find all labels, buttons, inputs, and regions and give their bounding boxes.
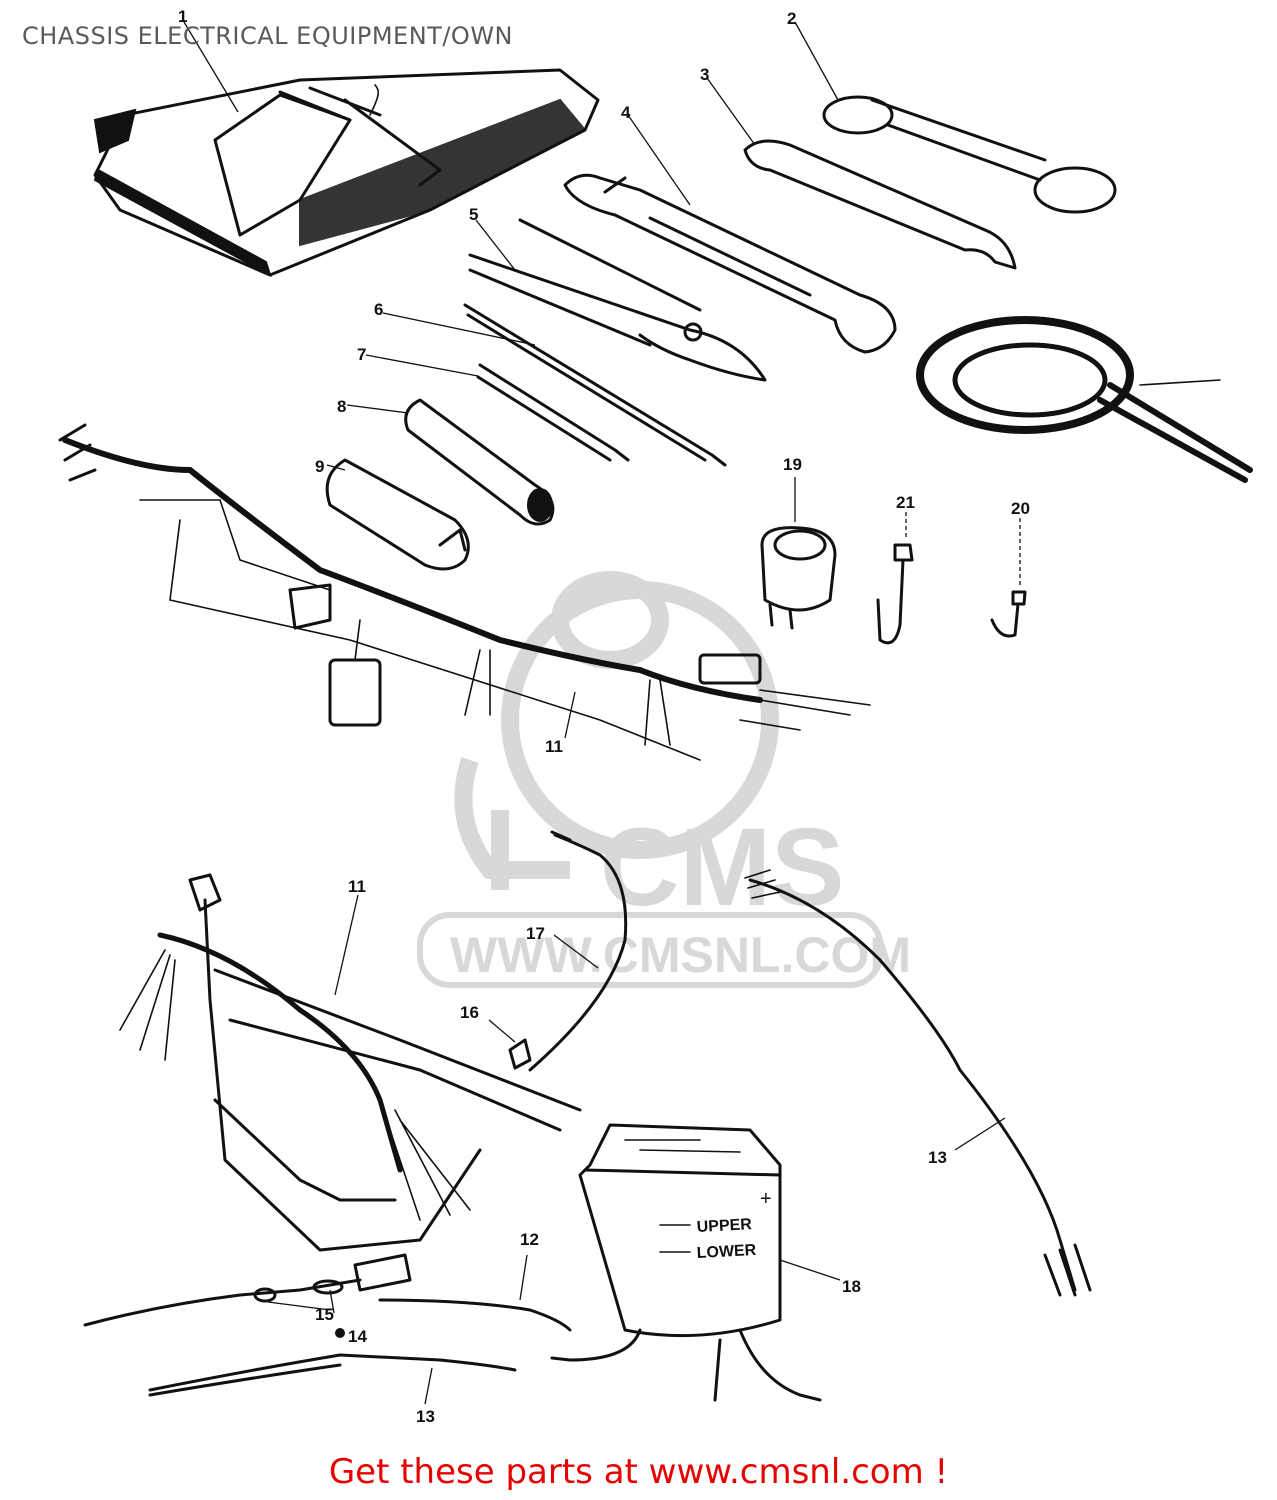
callout-15: 15	[315, 1305, 334, 1324]
relay	[760, 526, 837, 630]
wire-right	[744, 869, 1092, 1297]
plug-wrench	[325, 458, 470, 571]
chain-sprocket	[916, 316, 1253, 483]
page-title: CHASSIS ELECTRICAL EQUIPMENT/OWN	[22, 22, 513, 50]
callout-2: 2	[787, 9, 796, 28]
callout-13-bottom: 13	[416, 1407, 435, 1426]
tool-bag	[93, 68, 600, 278]
pliers	[468, 218, 767, 382]
callout-19: 19	[783, 455, 802, 474]
cta-link[interactable]: Get these parts at www.cmsnl.com !	[328, 1452, 949, 1492]
wire-bottom	[148, 1353, 517, 1397]
cms-watermark: CMS WWW.CMSNL.COM	[417, 571, 911, 988]
callout-4: 4	[621, 103, 631, 122]
wire-harness	[58, 423, 871, 761]
watermark-url: WWW.CMSNL.COM	[450, 927, 911, 983]
screwdriver-shaft	[476, 363, 630, 462]
callout-11-bottom: 11	[348, 877, 366, 896]
callout-20: 20	[1011, 499, 1030, 518]
callout-12: 12	[520, 1230, 539, 1249]
battery-cable	[528, 830, 628, 1072]
callout-6: 6	[374, 300, 383, 319]
screwdriver-handle	[404, 398, 555, 526]
fuse-cable	[353, 1253, 572, 1332]
open-end-wrench-small	[743, 139, 1017, 270]
frame-harness	[119, 873, 582, 1252]
watermark-brand: CMS	[600, 806, 844, 929]
callout-5: 5	[469, 205, 478, 224]
double-box-wrench	[822, 95, 1117, 214]
callout-8: 8	[337, 397, 346, 416]
callout-11-top: 11	[545, 737, 563, 756]
fuse	[508, 1038, 532, 1070]
callout-1: 1	[178, 7, 187, 26]
fuse-holder	[83, 1278, 362, 1338]
battery-plus: +	[760, 1188, 772, 1210]
callout-21: 21	[896, 493, 915, 512]
callout-16: 16	[460, 1003, 479, 1022]
open-end-wrench-large	[563, 173, 897, 354]
callout-7: 7	[357, 345, 366, 364]
callout-17: 17	[526, 924, 545, 943]
battery-lower: LOWER	[696, 1242, 757, 1262]
clamp-small	[990, 590, 1027, 638]
battery-upper: UPPER	[696, 1216, 752, 1236]
callout-18: 18	[842, 1277, 861, 1296]
callout-14: 14	[348, 1327, 367, 1346]
callout-3: 3	[700, 65, 709, 84]
callout-9: 9	[315, 457, 324, 476]
callout-13-right: 13	[928, 1148, 947, 1167]
clamp	[876, 543, 914, 645]
battery: + UPPER LOWER	[550, 1123, 822, 1402]
